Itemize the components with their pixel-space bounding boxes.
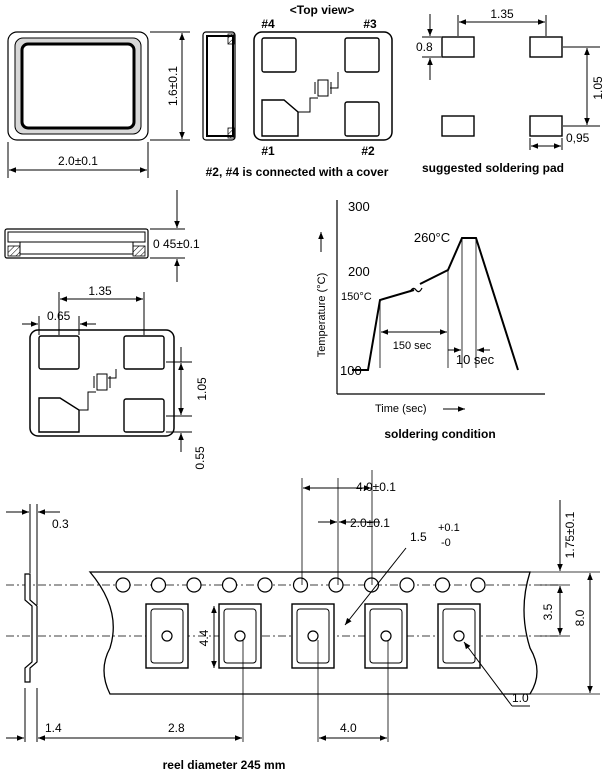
tape-pockets xyxy=(145,603,481,669)
soldering-caption: soldering condition xyxy=(384,427,495,441)
dur-150-label: 150 sec xyxy=(393,340,432,352)
package-side-view xyxy=(202,31,236,141)
bottom-dim-055: 0.55 xyxy=(193,446,207,470)
pad-dim-105: 1.05 xyxy=(591,76,605,100)
dim-height-label: 1.6±0.1 xyxy=(166,66,180,106)
tape-pocket xyxy=(364,603,408,669)
pocket-length-dim: 4.4 xyxy=(197,606,217,668)
sprocket-hole xyxy=(470,577,486,593)
dur-10-label: 10 sec xyxy=(456,352,495,367)
dim-height-package: 1.6±0.1 xyxy=(150,31,190,141)
dim-40-top: 4.0±0.1 xyxy=(356,480,396,494)
tape-bottom-dims: 2.8 4.0 xyxy=(38,640,389,742)
y-tick-100: 100 xyxy=(340,363,362,378)
top-view-title: <Top view> xyxy=(290,3,354,17)
sprocket-hole xyxy=(150,577,167,593)
sprocket-holes xyxy=(115,577,486,593)
tape-top-dims: 4.0±0.1 2.0±0.1 1.5 +0.1 -0 xyxy=(301,470,460,626)
hole-diameter-dim: 1.0 xyxy=(463,641,530,707)
dim-175: 1.75±0.1 xyxy=(563,511,577,558)
dim-28: 2.8 xyxy=(168,721,185,735)
tape-pocket xyxy=(145,603,189,669)
dim-40-bottom: 4.0 xyxy=(340,721,357,735)
tape-right-dims: 1.75±0.1 3.5 8.0 xyxy=(530,500,600,695)
sprocket-hole xyxy=(292,577,309,593)
pad-dim-08: 0.8 xyxy=(416,40,433,54)
cover-note: #2, #4 is connected with a cover xyxy=(206,165,389,179)
dim-thickness: 0 45±0.1 xyxy=(153,237,200,251)
reel-caption: reel diameter 245 mm xyxy=(163,758,286,772)
dim-03: 0.3 xyxy=(52,517,69,531)
soldering-pad-layout: 1.35 0.8 1.05 0,95 xyxy=(416,7,605,150)
pin3-label: #3 xyxy=(363,17,377,31)
bottom-dim-065: 0.65 xyxy=(47,309,71,323)
sprocket-hole xyxy=(257,577,273,593)
dim-35: 3.5 xyxy=(541,603,555,620)
package-pin-view xyxy=(253,31,393,141)
pin2-label: #2 xyxy=(361,144,375,158)
peak-temp-label: 260°C xyxy=(414,230,450,245)
pin1-label: #1 xyxy=(261,144,275,158)
bottom-dim-105: 1.05 xyxy=(195,377,209,401)
dim-80: 8.0 xyxy=(573,609,587,626)
pin4-label: #4 xyxy=(261,17,275,31)
sprocket-hole xyxy=(115,577,131,593)
package-top-view xyxy=(7,31,149,141)
package-profile: 0 45±0.1 xyxy=(4,190,200,282)
dim-15-plus: +0.1 xyxy=(438,522,460,534)
dim-width-label: 2.0±0.1 xyxy=(58,154,98,168)
tape-pocket xyxy=(437,603,481,669)
x-axis-label: Time (sec) xyxy=(375,403,427,415)
dim-44: 4.4 xyxy=(197,629,211,646)
y-tick-200: 200 xyxy=(348,264,370,279)
package-dimensioned-view: 1.35 0.65 1.05 0.55 xyxy=(22,284,209,470)
y-axis-label: Temperature (°C) xyxy=(316,273,328,357)
dim-15: 1.5 xyxy=(410,530,427,544)
sprocket-hole xyxy=(221,577,238,593)
sprocket-hole xyxy=(399,577,415,593)
preheat-temp-label: 150°C xyxy=(341,291,372,303)
tape-pocket xyxy=(291,603,335,669)
dim-15-minus: -0 xyxy=(441,537,451,549)
dim-14: 1.4 xyxy=(45,721,62,735)
dim-width-package: 2.0±0.1 xyxy=(7,142,149,178)
tape-profile: 0.3 1.4 xyxy=(6,504,69,742)
pad-dim-135: 1.35 xyxy=(490,7,514,21)
soldering-profile-chart: 300 200 100 Temperature (°C) Time (sec) … xyxy=(316,199,545,415)
pad-dim-095: 0,95 xyxy=(566,131,590,145)
y-tick-300: 300 xyxy=(348,199,370,214)
bottom-dim-135: 1.35 xyxy=(88,284,112,298)
dim-20: 2.0±0.1 xyxy=(350,516,390,530)
dim-10: 1.0 xyxy=(512,691,529,705)
sprocket-hole xyxy=(328,577,344,593)
tape-pocket xyxy=(218,603,262,669)
pad-caption: suggested soldering pad xyxy=(422,161,564,175)
sprocket-hole xyxy=(434,577,451,593)
sprocket-hole xyxy=(186,577,202,593)
